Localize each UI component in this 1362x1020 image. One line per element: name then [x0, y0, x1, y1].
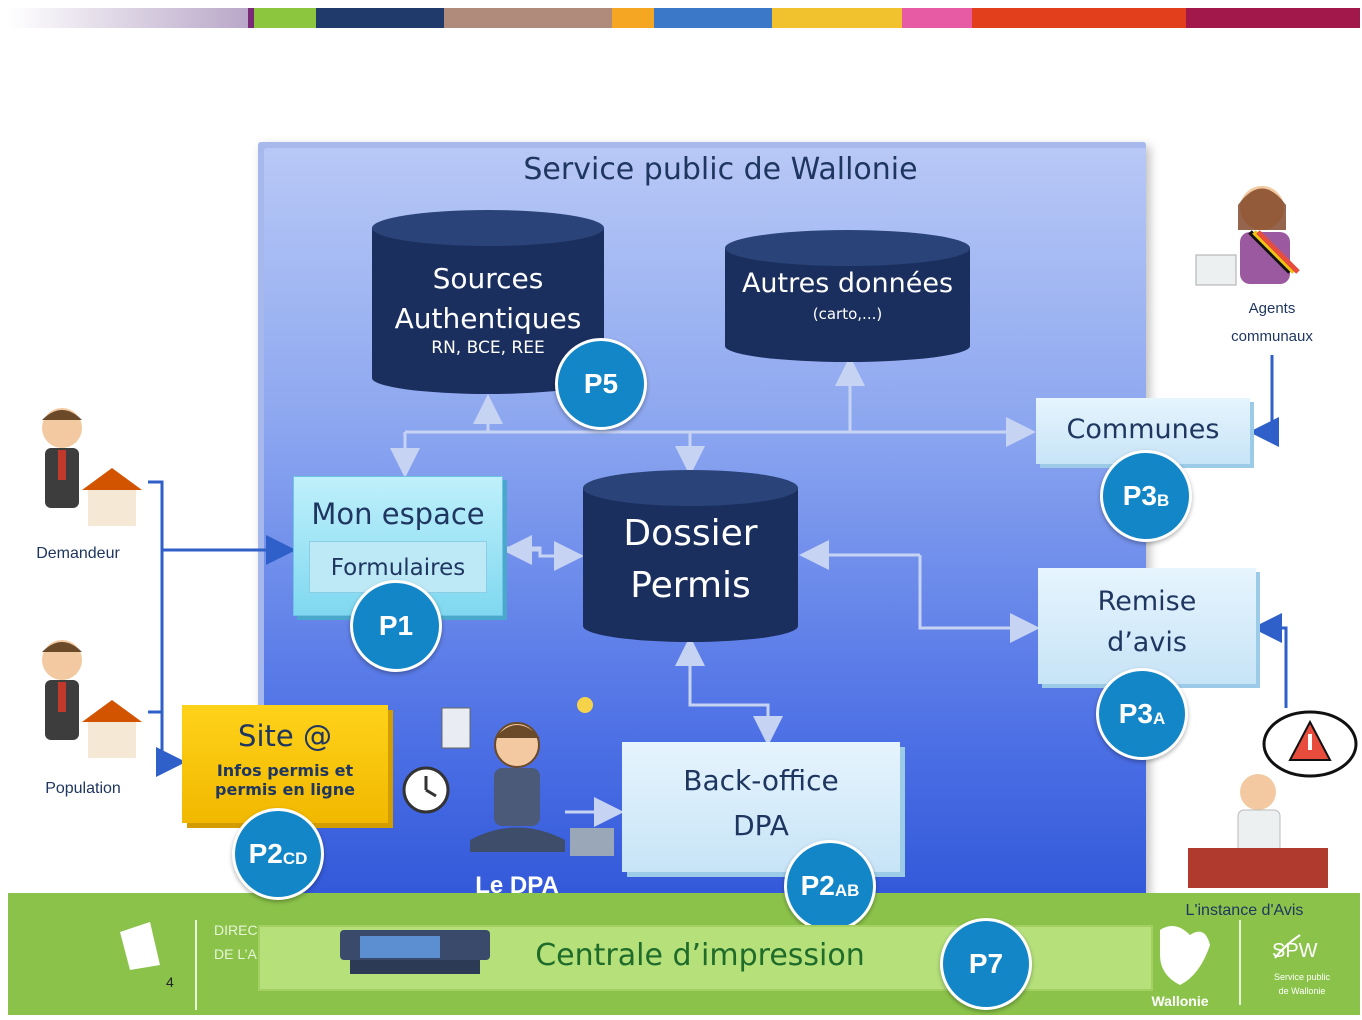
spw-title: Service public de Wallonie [523, 152, 918, 187]
checklist-icon [441, 707, 471, 749]
dossier-line2: Permis [630, 565, 751, 606]
house-icon [82, 468, 142, 526]
warning-icon [1262, 710, 1358, 778]
autres-line1: Autres données [741, 268, 954, 299]
top-band-segment [248, 8, 254, 28]
badge-p2ab-main: P2 [800, 870, 835, 901]
top-band-segment [612, 8, 654, 28]
rooster-icon [1160, 926, 1210, 985]
top-band-segment [8, 8, 248, 28]
remise-line2: d’avis [1107, 627, 1187, 658]
badge-p1: P1 [350, 580, 442, 672]
sources-line2: Authentiques [394, 302, 582, 335]
autres-donnees-db: Autres données (carto,...) [725, 230, 970, 362]
dossier-line1: Dossier [623, 513, 758, 554]
backoffice-line2: DPA [733, 809, 789, 842]
top-band-segment [254, 8, 316, 28]
badge-p2ab-sub: AB [834, 881, 860, 900]
spw-sub2: de Wallonie [1278, 986, 1326, 996]
top-band-segment [972, 8, 1186, 28]
badge-p3b-sub: B [1156, 491, 1170, 510]
person-icon [42, 640, 82, 740]
site-line1: Infos permis et [216, 761, 354, 780]
person-icon [1188, 774, 1328, 888]
communes-label: Communes [1066, 414, 1220, 445]
agents-line2: communaux [1231, 328, 1313, 345]
badge-p5: P5 [555, 338, 647, 430]
remise-line1: Remise [1097, 586, 1197, 617]
house-icon [82, 700, 142, 758]
backoffice-line1: Back-office [683, 764, 839, 797]
wallonie-label: Wallonie [1151, 993, 1209, 1009]
clock-icon [402, 766, 450, 814]
top-band-segment [316, 8, 444, 28]
top-band-segment [444, 8, 612, 28]
badge-p7-label: P7 [968, 948, 1004, 979]
badge-p1-label: P1 [378, 610, 414, 641]
top-color-band [8, 8, 1360, 28]
footer-dir-line1: DIREC [214, 922, 258, 938]
printer-icon [340, 930, 490, 974]
population-label: Population [45, 780, 121, 797]
le-dpa-label: Le DPA [475, 872, 559, 899]
sources-line3: RN, BCE, REE [431, 338, 545, 358]
badge-p3a-sub: A [1152, 709, 1166, 728]
lightbulb-icon [577, 697, 593, 713]
person-icon [42, 408, 82, 508]
top-band-segment [654, 8, 772, 28]
page-number: 4 [166, 974, 174, 990]
woman-agent-icon [1195, 186, 1300, 286]
dossier-permis-db: Dossier Permis [583, 470, 798, 642]
badge-p7: P7 [940, 918, 1032, 1010]
agents-line1: Agents [1248, 300, 1296, 317]
badge-p3a-main: P3 [1118, 698, 1153, 729]
badge-p5-label: P5 [583, 368, 619, 399]
demandeur-label: Demandeur [36, 545, 120, 562]
autres-line2: (carto,...) [812, 305, 883, 323]
spw-logo-text: SPW [1272, 940, 1318, 962]
sources-line1: Sources [432, 262, 544, 295]
site-box: Site @ Infos permis et permis en ligne [182, 705, 388, 823]
person-icon [470, 722, 565, 852]
mon-espace-title: Mon espace [311, 497, 485, 531]
centrale-label: Centrale d’impression [535, 938, 865, 973]
logo-icon [120, 922, 160, 970]
top-band-segment [772, 8, 902, 28]
spw-sub1: Service public [1273, 972, 1331, 982]
remise-avis-box: Remise d’avis [1038, 568, 1256, 684]
badge-p2cd-main: P2 [248, 838, 283, 869]
communes-box: Communes [1036, 398, 1250, 464]
badge-p2cd-sub: CD [282, 849, 308, 868]
mon-espace-box: Mon espace Formulaires [293, 476, 503, 616]
badge-p3b-main: P3 [1122, 480, 1157, 511]
laptop-icon [570, 828, 614, 856]
sources-authentiques-db: Sources Authentiques RN, BCE, REE [372, 210, 604, 394]
instance-label: L'instance d'Avis [1185, 902, 1304, 919]
site-line2: permis en ligne [215, 780, 355, 799]
top-band-segment [902, 8, 972, 28]
site-title: Site @ [238, 719, 332, 753]
footer-dir-line2: DE L’A [214, 946, 257, 962]
top-band-segment [1186, 8, 1360, 28]
